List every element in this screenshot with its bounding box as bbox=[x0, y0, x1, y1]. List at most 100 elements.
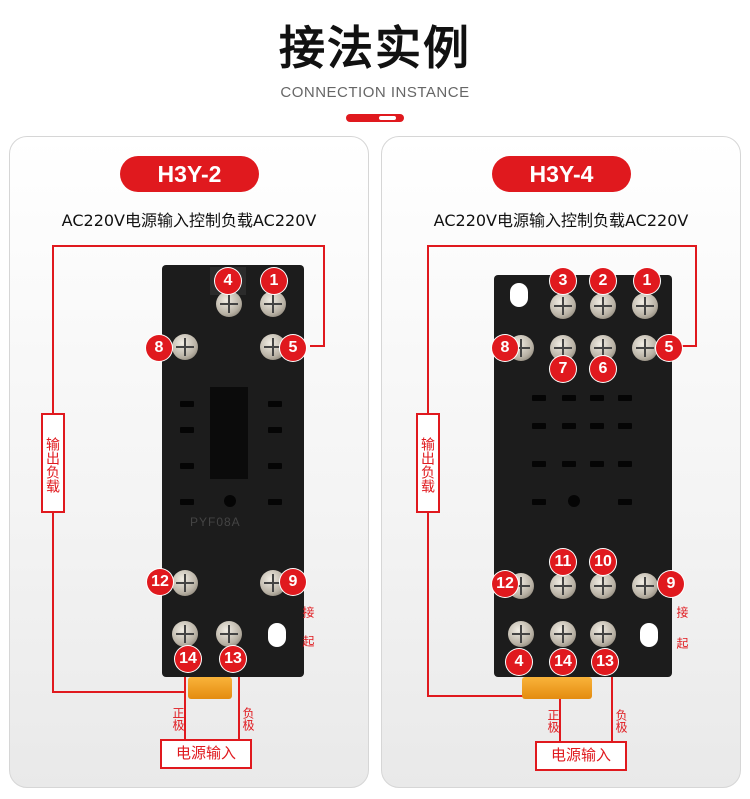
jumper-label-top: 接 bbox=[675, 606, 689, 618]
socket-slot bbox=[532, 423, 546, 429]
terminal-label-9: 9 bbox=[658, 571, 684, 597]
socket-slot bbox=[590, 461, 604, 467]
terminal-label-14: 14 bbox=[175, 646, 201, 672]
socket-slot bbox=[618, 461, 632, 467]
negative-wire bbox=[238, 673, 240, 739]
terminal-label-13: 13 bbox=[220, 646, 246, 672]
screw-terminal-10[interactable] bbox=[590, 573, 616, 599]
terminal-label-5: 5 bbox=[280, 335, 306, 361]
screw-terminal-3[interactable] bbox=[550, 293, 576, 319]
socket-slot bbox=[532, 395, 546, 401]
terminal-label-9: 9 bbox=[280, 569, 306, 595]
terminal-label-11: 11 bbox=[550, 549, 576, 575]
load-wire-top bbox=[52, 245, 325, 247]
jumper-label-top: 接 bbox=[301, 606, 315, 618]
screw-terminal-1[interactable] bbox=[632, 293, 658, 319]
socket-slot bbox=[268, 463, 282, 469]
load-wire-right bbox=[323, 245, 325, 345]
jumper-label-bottom: 起 bbox=[301, 635, 315, 647]
screw-terminal-9[interactable] bbox=[632, 573, 658, 599]
terminal-label-5: 5 bbox=[656, 335, 682, 361]
mounting-hole bbox=[268, 623, 286, 647]
screw-terminal-12[interactable] bbox=[172, 570, 198, 596]
socket-slot bbox=[180, 427, 194, 433]
din-rail-clip bbox=[522, 677, 592, 699]
load-wire-right-stub bbox=[680, 345, 697, 347]
wiring-description: AC220V电源输入控制负载AC220V bbox=[433, 211, 689, 230]
center-hole bbox=[568, 495, 580, 507]
model-badge: H3Y-4 bbox=[492, 156, 631, 192]
center-hole bbox=[224, 495, 236, 507]
socket-slot bbox=[562, 423, 576, 429]
load-wire-bottom bbox=[427, 695, 561, 697]
terminal-label-3: 3 bbox=[550, 268, 576, 294]
terminal-label-14: 14 bbox=[550, 649, 576, 675]
output-load-label: 输出负载 bbox=[41, 413, 65, 513]
positive-label: 正极 bbox=[546, 709, 560, 733]
terminal-label-7: 7 bbox=[550, 356, 576, 382]
socket-slot bbox=[532, 499, 546, 505]
negative-wire bbox=[611, 673, 613, 743]
terminal-label-4: 4 bbox=[506, 649, 532, 675]
socket-slot bbox=[618, 423, 632, 429]
terminal-label-2: 2 bbox=[590, 268, 616, 294]
socket-slot bbox=[180, 401, 194, 407]
positive-label: 正极 bbox=[171, 707, 185, 731]
model-badge: H3Y-2 bbox=[120, 156, 259, 192]
socket-slot bbox=[562, 461, 576, 467]
socket-slot bbox=[180, 499, 194, 505]
socket-slot bbox=[618, 395, 632, 401]
screw-terminal-8[interactable] bbox=[172, 334, 198, 360]
load-wire-right bbox=[695, 245, 697, 345]
title-underline bbox=[346, 114, 404, 122]
socket-slot bbox=[618, 499, 632, 505]
socket-slot bbox=[268, 427, 282, 433]
socket-slot bbox=[268, 499, 282, 505]
base-marking: PYF08A bbox=[190, 515, 241, 529]
screw-terminal-5[interactable] bbox=[632, 335, 658, 361]
page-subtitle: CONNECTION INSTANCE bbox=[280, 84, 470, 101]
load-wire-bottom bbox=[52, 691, 186, 693]
terminal-label-12: 12 bbox=[147, 569, 173, 595]
screw-terminal-4[interactable] bbox=[216, 291, 242, 317]
terminal-label-8: 8 bbox=[146, 335, 172, 361]
wiring-description: AC220V电源输入控制负载AC220V bbox=[61, 211, 317, 230]
page-title: 接法实例 bbox=[279, 21, 471, 75]
socket-slot bbox=[180, 463, 194, 469]
terminal-label-6: 6 bbox=[590, 356, 616, 382]
din-rail-clip bbox=[188, 677, 232, 699]
panel-h3y-4: H3Y-4 AC220V电源输入控制负载AC220V 3 2 1 8 7 6 5… bbox=[381, 136, 741, 788]
screw-terminal-14[interactable] bbox=[550, 621, 576, 647]
screw-terminal-14[interactable] bbox=[172, 621, 198, 647]
screw-terminal-2[interactable] bbox=[590, 293, 616, 319]
positive-wire bbox=[559, 673, 561, 743]
mounting-hole bbox=[640, 623, 658, 647]
socket-slot bbox=[562, 395, 576, 401]
jumper-label-bottom: 起 bbox=[675, 637, 689, 649]
output-load-label: 输出负载 bbox=[416, 413, 440, 513]
negative-label: 负极 bbox=[614, 709, 628, 733]
screw-terminal-13[interactable] bbox=[216, 621, 242, 647]
mounting-hole bbox=[510, 283, 528, 307]
positive-wire bbox=[184, 673, 186, 739]
terminal-label-10: 10 bbox=[590, 549, 616, 575]
power-input-label: 电源输入 bbox=[160, 739, 252, 769]
socket-slot bbox=[532, 461, 546, 467]
terminal-label-1: 1 bbox=[261, 268, 287, 294]
terminal-label-4: 4 bbox=[215, 268, 241, 294]
center-key bbox=[210, 387, 248, 479]
screw-terminal-11[interactable] bbox=[550, 573, 576, 599]
screw-terminal-4[interactable] bbox=[508, 621, 534, 647]
negative-label: 负极 bbox=[241, 707, 255, 731]
terminal-label-1: 1 bbox=[634, 268, 660, 294]
terminal-label-13: 13 bbox=[592, 649, 618, 675]
terminal-label-12: 12 bbox=[492, 571, 518, 597]
screw-terminal-13[interactable] bbox=[590, 621, 616, 647]
screw-terminal-1[interactable] bbox=[260, 291, 286, 317]
socket-slot bbox=[590, 423, 604, 429]
load-wire-top bbox=[427, 245, 697, 247]
power-input-label: 电源输入 bbox=[535, 741, 627, 771]
socket-slot bbox=[268, 401, 282, 407]
panel-h3y-2: H3Y-2 AC220V电源输入控制负载AC220V PYF08A 4 1 8 … bbox=[9, 136, 369, 788]
load-wire-right-stub bbox=[310, 345, 325, 347]
